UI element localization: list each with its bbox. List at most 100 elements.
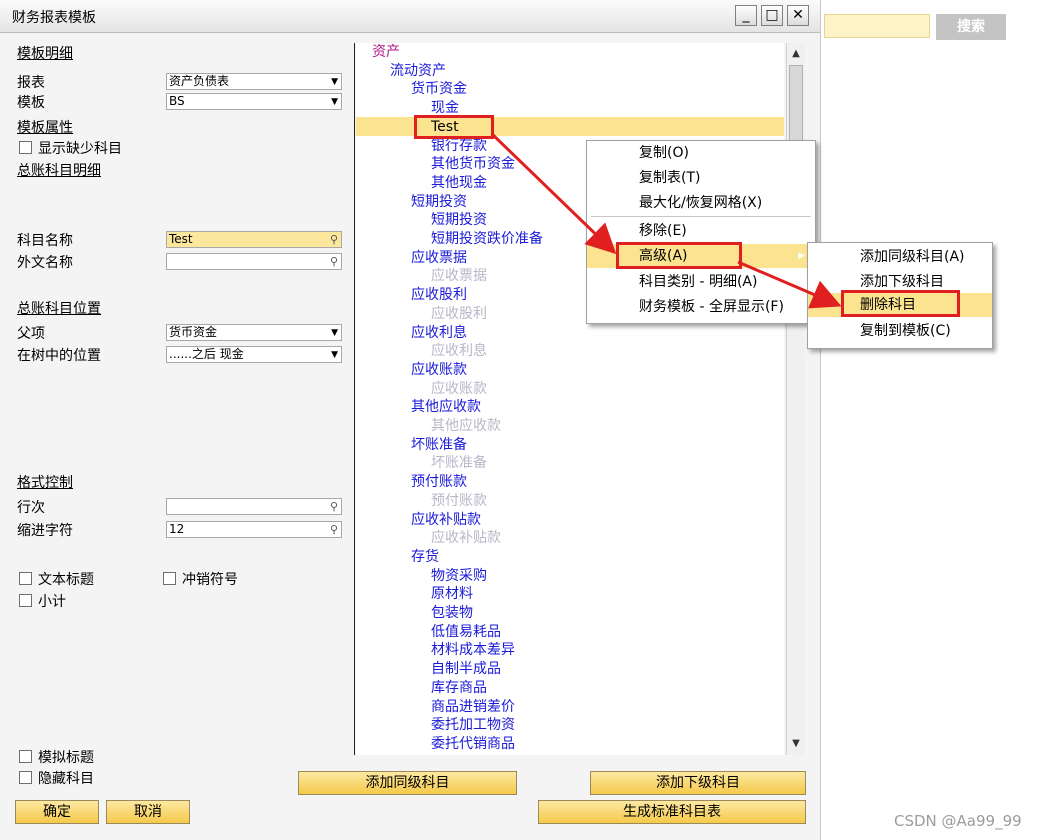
tree-position-value: ......之后 现金 <box>169 347 244 361</box>
tree-node[interactable]: 坏账准备 <box>431 455 487 472</box>
parent-value: 货币资金 <box>169 325 218 339</box>
context-menu-item[interactable]: 财务模板 - 全屏显示(F) <box>587 295 815 319</box>
show-missing-checkbox[interactable] <box>19 141 32 154</box>
template-label: 模板 <box>17 95 45 111</box>
generate-standard-button[interactable]: 生成标准科目表 <box>538 800 806 824</box>
tree-node[interactable]: 物资采购 <box>431 567 487 584</box>
chevron-down-icon: ▼ <box>331 77 338 87</box>
tree-node[interactable]: 预付账款 <box>411 474 467 491</box>
tree-node[interactable]: 其他现金 <box>431 174 487 191</box>
tree-node[interactable]: 其他应收款 <box>411 399 481 416</box>
watermark: CSDN @Aa99_99 <box>894 812 1022 830</box>
tree-node[interactable]: 原材料 <box>431 586 473 603</box>
tree-node[interactable]: 材料成本差异 <box>431 642 515 659</box>
offset-symbol-label: 冲销符号 <box>182 572 238 588</box>
report-select[interactable]: 资产负债表 ▼ <box>166 73 342 90</box>
lookup-icon: ⚲ <box>329 233 338 246</box>
tree-node[interactable]: 存货 <box>411 548 439 565</box>
tree-node[interactable]: 其他应收款 <box>431 418 501 434</box>
dummy-title-label: 模拟标题 <box>38 750 94 766</box>
cancel-button[interactable]: 取消 <box>106 800 190 824</box>
offset-symbol-checkbox[interactable] <box>163 572 176 585</box>
tree-node[interactable]: 自制半成品 <box>431 661 501 678</box>
tree-node[interactable]: 委托代销商品 <box>431 735 515 752</box>
context-menu-item[interactable]: 高级(A)▶ <box>587 244 815 268</box>
selected-row-highlight <box>356 117 784 136</box>
tree-node[interactable]: 应收补贴款 <box>411 511 481 528</box>
context-menu-item[interactable]: 复制表(T) <box>587 166 815 190</box>
indent-field[interactable]: 12⚲ <box>166 521 342 538</box>
scroll-down-icon[interactable]: ▼ <box>792 738 800 749</box>
annotation-box-test <box>414 115 494 139</box>
tree-node[interactable]: 应收账款 <box>431 380 487 397</box>
submenu-item[interactable]: 添加同级科目(A) <box>808 245 992 269</box>
tree-node[interactable]: 包装物 <box>431 605 473 621</box>
ok-button[interactable]: 确定 <box>15 800 99 824</box>
context-menu-item[interactable]: 科目类别 - 明细(A) <box>587 270 815 294</box>
close-button[interactable]: ✕ <box>787 5 809 26</box>
tree-node[interactable]: 应收账款 <box>411 361 467 378</box>
tree-node[interactable]: 现金 <box>431 100 459 117</box>
report-value: 资产负债表 <box>169 74 230 88</box>
lookup-icon: ⚲ <box>329 523 338 536</box>
tree-node[interactable]: 应收利息 <box>431 343 487 360</box>
tree-node[interactable]: 应收补贴款 <box>431 530 501 547</box>
minimize-icon: _ <box>742 7 750 23</box>
context-menu-item[interactable]: 移除(E) <box>587 219 815 243</box>
context-menu-item[interactable]: 复制(O) <box>587 141 815 165</box>
account-name-field[interactable]: Test⚲ <box>166 231 342 248</box>
context-menu-item-label: 科目类别 - 明细(A) <box>639 274 758 290</box>
tree-node[interactable]: 应收股利 <box>431 305 487 322</box>
dummy-title-checkbox[interactable] <box>19 750 32 763</box>
lookup-icon: ⚲ <box>329 255 338 268</box>
tree-node[interactable]: 预付账款 <box>431 492 487 509</box>
parent-select[interactable]: 货币资金 ▼ <box>166 324 342 341</box>
scroll-up-icon[interactable]: ▲ <box>792 48 800 59</box>
tree-node[interactable]: 短期投资 <box>431 212 487 229</box>
window-title: 财务报表模板 <box>12 10 96 26</box>
tree-node[interactable]: 银行存款 <box>431 137 487 154</box>
text-title-checkbox[interactable] <box>19 572 32 585</box>
tree-node[interactable]: 应收票据 <box>411 249 467 266</box>
submenu-item[interactable]: 添加下级科目 <box>808 270 992 294</box>
tree-node[interactable]: 低值易耗品 <box>431 623 501 640</box>
line-no-field[interactable]: ⚲ <box>166 498 342 515</box>
context-menu-item[interactable]: 最大化/恢复网格(X) <box>587 191 815 215</box>
tree-node[interactable]: 应收利息 <box>411 324 467 341</box>
tree-node[interactable]: 应收票据 <box>431 268 487 285</box>
tree-node[interactable]: 资产 <box>372 44 400 60</box>
chevron-down-icon: ▼ <box>331 97 338 107</box>
hide-account-checkbox[interactable] <box>19 771 32 784</box>
tree-node[interactable]: 货币资金 <box>411 81 467 98</box>
template-select[interactable]: BS▼ <box>166 93 342 110</box>
tree-node[interactable]: 短期投资跌价准备 <box>431 231 543 247</box>
tree-node[interactable]: 商品进销差价 <box>431 698 515 715</box>
tree-node[interactable]: 库存商品 <box>431 679 487 696</box>
subtotal-checkbox[interactable] <box>19 594 32 607</box>
tree-node[interactable]: 坏账准备 <box>411 436 467 453</box>
add-same-level-button[interactable]: 添加同级科目 <box>298 771 517 795</box>
foreign-name-field[interactable]: ⚲ <box>166 253 342 270</box>
foreign-name-label: 外文名称 <box>17 255 73 271</box>
tree-node[interactable]: 流动资产 <box>390 62 446 79</box>
account-name-label: 科目名称 <box>17 233 73 249</box>
search-input[interactable] <box>824 14 930 38</box>
section-gl-position: 总账科目位置 <box>17 301 101 317</box>
search-button[interactable]: 搜索 <box>936 14 1006 40</box>
tree-node[interactable]: 委托加工物资 <box>431 717 515 734</box>
tree-node[interactable]: Test <box>431 118 459 135</box>
tree-position-select[interactable]: ......之后 现金▼ <box>166 346 342 363</box>
submenu-item[interactable]: 复制到模板(C) <box>808 319 992 343</box>
context-menu-item-label: 移除(E) <box>639 223 687 239</box>
annotation-arrow-1 <box>490 132 617 255</box>
tree-node[interactable]: 短期投资 <box>411 193 467 210</box>
tree-node[interactable]: 应收股利 <box>411 287 467 304</box>
minimize-button[interactable]: _ <box>735 5 757 26</box>
maximize-button[interactable]: □ <box>761 5 783 26</box>
section-template-details: 模板明细 <box>17 46 73 62</box>
indent-label: 缩进字符 <box>17 523 73 539</box>
add-sub-level-button[interactable]: 添加下级科目 <box>590 771 806 795</box>
tree-node[interactable]: 其他货币资金 <box>431 156 515 173</box>
chevron-down-icon: ▼ <box>331 328 338 338</box>
annotation-box-delete <box>841 290 960 317</box>
